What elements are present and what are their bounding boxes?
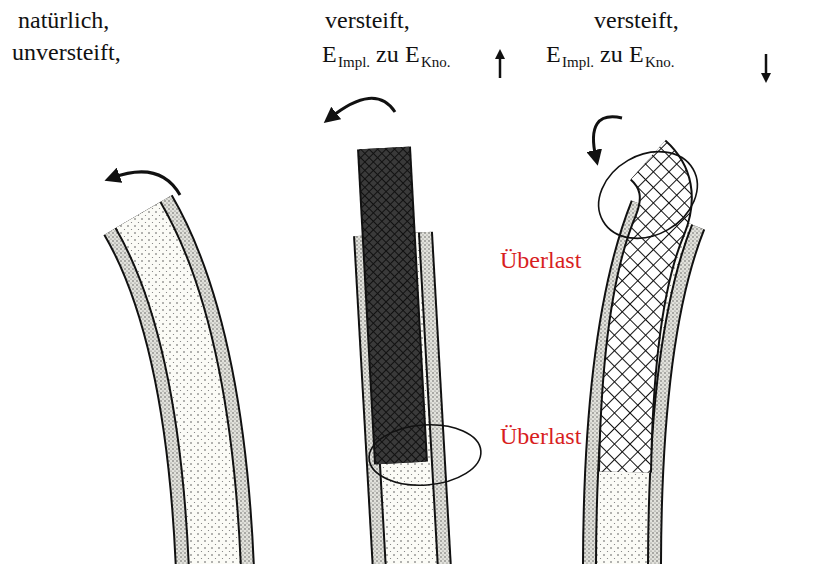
column-heading: natürlich, xyxy=(18,8,109,32)
column-heading: versteift, xyxy=(594,8,679,32)
subscript: Kno. xyxy=(645,55,675,70)
column-heading: unversteift, xyxy=(12,40,121,64)
modulus-symbol: E xyxy=(322,42,337,66)
column-heading: versteift, xyxy=(325,8,410,32)
subscript: Impl. xyxy=(562,55,594,70)
subscript: Kno. xyxy=(421,55,451,70)
overload-label: Überlast xyxy=(500,248,581,272)
subscript: Impl. xyxy=(338,55,370,70)
modulus-symbol: E xyxy=(629,42,644,66)
column-text: zu xyxy=(376,42,399,66)
modulus-symbol: E xyxy=(405,42,420,66)
overload-label: Überlast xyxy=(500,424,581,448)
column-text: zu xyxy=(600,42,623,66)
modulus-symbol: E xyxy=(546,42,561,66)
